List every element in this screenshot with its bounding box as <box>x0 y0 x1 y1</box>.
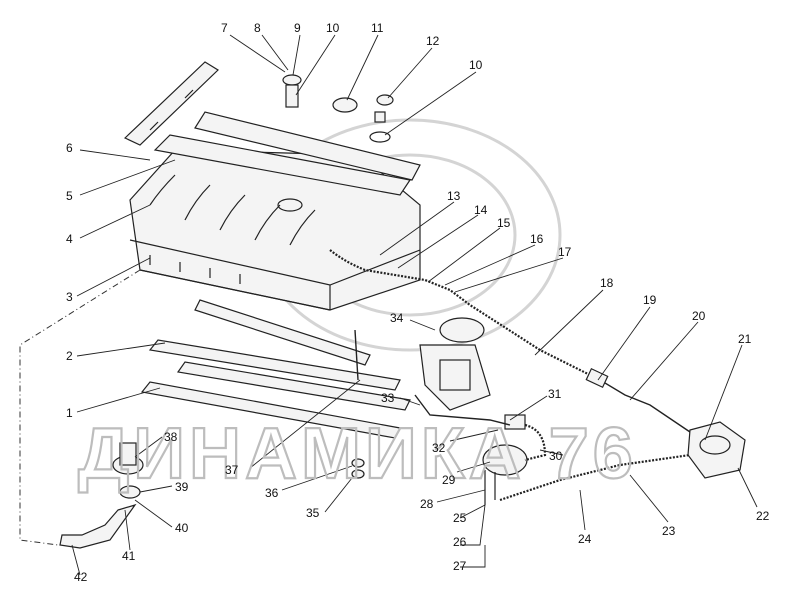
callout-12: 12 <box>426 34 440 48</box>
callout-16: 16 <box>530 232 544 246</box>
callout-20: 20 <box>692 309 706 323</box>
callout-25: 25 <box>453 511 467 525</box>
callout-6: 6 <box>66 141 73 155</box>
spacer-strips <box>140 299 411 439</box>
callout-11: 11 <box>371 21 384 35</box>
callout-9: 9 <box>294 21 301 35</box>
filler-cap-assembly <box>282 74 394 143</box>
callout-numbers: 1 2 3 4 5 6 7 8 9 10 10 11 12 13 14 15 1… <box>66 21 770 584</box>
callout-22: 22 <box>756 509 770 523</box>
fuel-sender <box>687 421 746 479</box>
leader-lines <box>71 34 758 576</box>
fuel-lines <box>329 249 691 502</box>
callout-10-right: 10 <box>469 58 483 72</box>
callout-27: 27 <box>453 559 467 573</box>
callout-4: 4 <box>66 232 73 246</box>
callout-21: 21 <box>738 332 752 346</box>
callout-2: 2 <box>66 349 73 363</box>
callout-42: 42 <box>74 570 88 584</box>
callout-18: 18 <box>600 276 614 290</box>
callout-19: 19 <box>643 293 657 307</box>
reference-line <box>19 269 141 546</box>
callout-17: 17 <box>558 245 572 259</box>
nut-washer-35-36 <box>351 458 365 479</box>
callout-15: 15 <box>497 216 511 230</box>
tank-strap-upper <box>153 111 421 196</box>
callout-34: 34 <box>390 311 404 325</box>
callout-3: 3 <box>66 290 73 304</box>
callout-26: 26 <box>453 535 467 549</box>
callout-30: 30 <box>549 449 563 463</box>
callout-39: 39 <box>175 480 189 494</box>
callout-31: 31 <box>548 387 562 401</box>
callout-14: 14 <box>474 203 488 217</box>
callout-24: 24 <box>578 532 592 546</box>
callout-29: 29 <box>442 473 456 487</box>
callout-5: 5 <box>66 189 73 203</box>
fuel-pump <box>482 414 528 505</box>
callout-7: 7 <box>221 21 228 35</box>
callout-1: 1 <box>66 406 73 420</box>
mounting-bracket <box>123 61 219 146</box>
callout-37: 37 <box>225 463 239 477</box>
callout-33: 33 <box>381 391 395 405</box>
callout-38: 38 <box>164 430 178 444</box>
callout-8: 8 <box>254 21 261 35</box>
rod <box>354 329 359 381</box>
carburetor <box>419 317 491 411</box>
callout-23: 23 <box>662 524 676 538</box>
callout-40: 40 <box>175 521 189 535</box>
callout-35: 35 <box>306 506 320 520</box>
callout-36: 36 <box>265 486 279 500</box>
callout-13: 13 <box>447 189 461 203</box>
callout-28: 28 <box>420 497 434 511</box>
hose-assembly-lower-left <box>59 442 144 549</box>
callout-10-top: 10 <box>326 21 340 35</box>
callout-32: 32 <box>432 441 446 455</box>
watermark-text: ДИНАМИКА 76 <box>78 414 637 494</box>
callout-41: 41 <box>122 549 136 563</box>
